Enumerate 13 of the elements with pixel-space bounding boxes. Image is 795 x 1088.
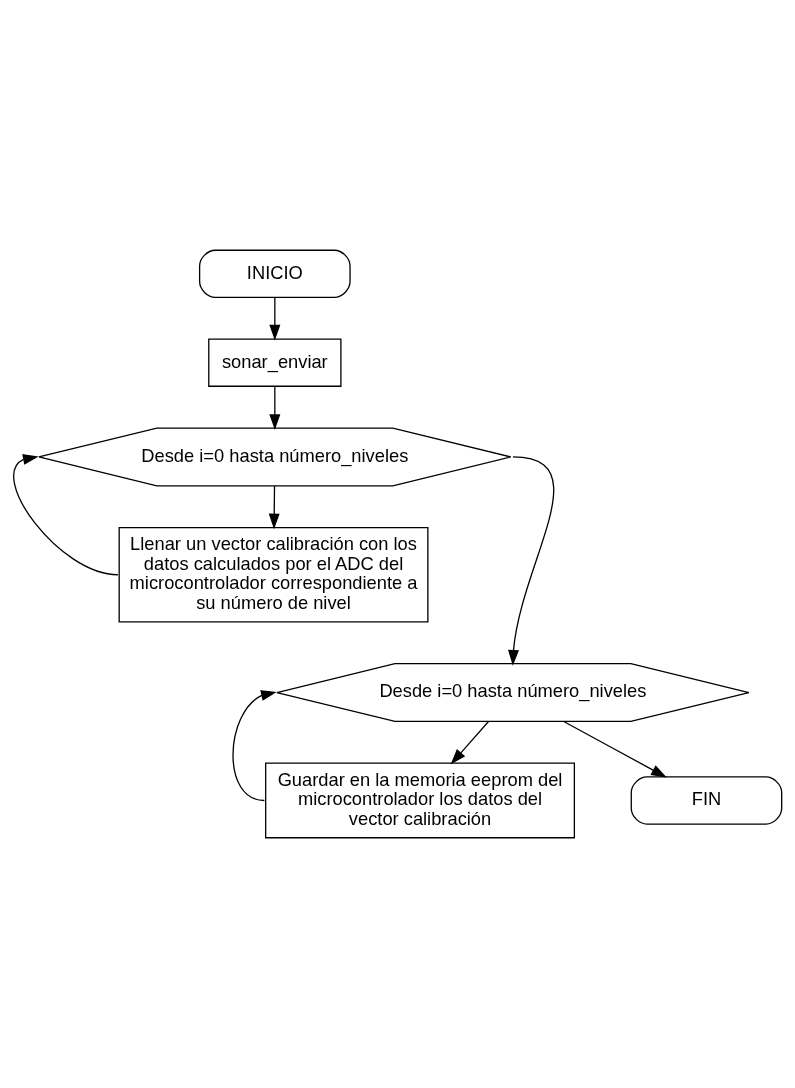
arrow	[563, 720, 667, 778]
arrow	[450, 720, 490, 765]
node-box: INICIO	[198, 249, 351, 298]
node-box: Guardar en la memoria eeprom del microcontrolador los datos del vector calibración	[265, 762, 576, 839]
arrow	[508, 456, 555, 666]
node-box: FIN	[630, 776, 783, 825]
arrow	[269, 386, 281, 430]
arrow	[232, 690, 277, 802]
node-box: sonar_enviar	[208, 338, 342, 387]
arrow	[268, 485, 280, 530]
arrow	[269, 297, 281, 341]
arrow	[13, 454, 119, 576]
node-box: Llenar un vector calibración con los datos calculados por el ADC del microcontrolador correspondiente a su número de nivel	[118, 527, 429, 623]
